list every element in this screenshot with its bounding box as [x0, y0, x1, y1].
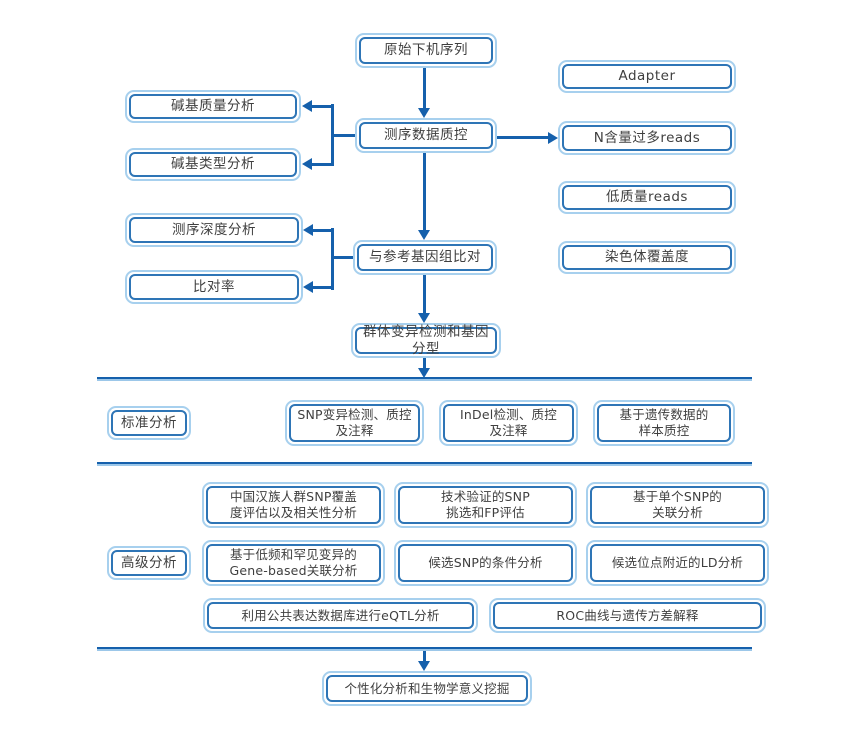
node-chromosome-coverage-label: 染色体覆盖度 — [562, 245, 732, 270]
node-single-snp-assoc-label: 基于单个SNP的 关联分析 — [590, 486, 765, 524]
node-roc-variance-label: ROC曲线与遗传方差解释 — [493, 602, 762, 629]
node-raw-sequence: 原始下机序列 — [355, 33, 497, 68]
arrowhead-advanced-to-final — [418, 661, 430, 671]
node-adapter-label: Adapter — [562, 64, 732, 89]
node-mapping-rate: 比对率 — [125, 270, 303, 304]
connector-qc-branch-stub — [332, 134, 355, 137]
divider-standard-bottom — [97, 462, 752, 466]
connector-align-branch-vertical — [331, 228, 334, 290]
node-ref-align: 与参考基因组比对 — [353, 240, 497, 275]
node-seq-qc-label: 测序数据质控 — [359, 122, 493, 149]
node-han-snp-coverage-label: 中国汉族人群SNP覆盖 度评估以及相关性分析 — [206, 486, 381, 524]
node-han-snp-coverage: 中国汉族人群SNP覆盖 度评估以及相关性分析 — [202, 482, 385, 528]
node-seq-depth: 测序深度分析 — [125, 213, 303, 247]
node-ld-analysis-label: 候选位点附近的LD分析 — [590, 544, 765, 582]
node-snp-detection-label: SNP变异检测、质控 及注释 — [289, 404, 420, 442]
arrowhead-align-to-genotyping — [418, 313, 430, 323]
node-base-quality: 碱基质量分析 — [125, 90, 301, 123]
node-sample-qc-label: 基于遗传数据的 样本质控 — [597, 404, 731, 442]
node-mapping-rate-label: 比对率 — [129, 274, 299, 300]
node-personalized-analysis-label: 个性化分析和生物学意义挖掘 — [326, 675, 528, 702]
node-indel-detection: InDel检测、质控 及注释 — [439, 400, 578, 446]
node-eqtl-analysis-label: 利用公共表达数据库进行eQTL分析 — [207, 602, 474, 629]
connector-align-to-mappingrate — [313, 286, 331, 289]
arrowhead-qc-to-basequality — [302, 100, 312, 112]
node-snp-detection: SNP变异检测、质控 及注释 — [285, 400, 424, 446]
arrowhead-qc-to-basetype — [302, 158, 312, 170]
connector-qc-to-nreads — [497, 136, 548, 139]
arrowhead-genotyping-to-standard — [418, 368, 430, 378]
connector-genotyping-to-standard — [423, 358, 426, 368]
node-low-quality-reads-label: 低质量reads — [562, 185, 732, 210]
connector-align-to-genotyping — [423, 275, 426, 313]
connector-align-to-depth — [313, 229, 331, 232]
node-seq-qc: 测序数据质控 — [355, 118, 497, 153]
node-adapter: Adapter — [558, 60, 736, 93]
connector-qc-to-basequality — [312, 105, 331, 108]
arrowhead-align-to-depth — [303, 224, 313, 236]
connector-raw-to-qc — [423, 68, 426, 110]
advanced-analysis-text: 高级分析 — [111, 550, 187, 576]
node-conditional-analysis: 候选SNP的条件分析 — [394, 540, 577, 586]
node-base-type: 碱基类型分析 — [125, 148, 301, 181]
node-base-quality-label: 碱基质量分析 — [129, 94, 297, 119]
connector-qc-to-align — [423, 153, 426, 230]
arrowhead-qc-to-nreads — [548, 132, 558, 144]
node-tech-validated-snp: 技术验证的SNP 挑选和FP评估 — [394, 482, 577, 528]
divider-advanced-bottom — [97, 647, 752, 651]
node-conditional-analysis-label: 候选SNP的条件分析 — [398, 544, 573, 582]
node-ld-analysis: 候选位点附近的LD分析 — [586, 540, 769, 586]
node-chromosome-coverage: 染色体覆盖度 — [558, 241, 736, 274]
node-standard-analysis-label: 标准分析 — [107, 406, 191, 440]
node-personalized-analysis: 个性化分析和生物学意义挖掘 — [322, 671, 532, 706]
node-raw-sequence-label: 原始下机序列 — [359, 37, 493, 64]
node-genotyping: 群体变异检测和基因分型 — [351, 323, 501, 358]
connector-qc-branch-vertical — [331, 104, 334, 166]
standard-analysis-text: 标准分析 — [111, 410, 187, 436]
node-gene-based-assoc-label: 基于低频和罕见变异的 Gene-based关联分析 — [206, 544, 381, 582]
node-seq-depth-label: 测序深度分析 — [129, 217, 299, 243]
node-low-quality-reads: 低质量reads — [558, 181, 736, 214]
node-n-reads: N含量过多reads — [558, 121, 736, 155]
node-gene-based-assoc: 基于低频和罕见变异的 Gene-based关联分析 — [202, 540, 385, 586]
connector-align-branch-stub — [332, 256, 353, 259]
arrowhead-qc-to-align — [418, 230, 430, 240]
node-sample-qc: 基于遗传数据的 样本质控 — [593, 400, 735, 446]
node-ref-align-label: 与参考基因组比对 — [357, 244, 493, 271]
node-genotyping-label: 群体变异检测和基因分型 — [355, 324, 497, 357]
node-eqtl-analysis: 利用公共表达数据库进行eQTL分析 — [203, 598, 478, 633]
arrowhead-align-to-mappingrate — [303, 281, 313, 293]
node-roc-variance: ROC曲线与遗传方差解释 — [489, 598, 766, 633]
node-base-type-label: 碱基类型分析 — [129, 152, 297, 177]
node-advanced-analysis-label: 高级分析 — [107, 546, 191, 580]
node-tech-validated-snp-label: 技术验证的SNP 挑选和FP评估 — [398, 486, 573, 524]
connector-advanced-to-final — [423, 651, 426, 661]
node-indel-detection-label: InDel检测、质控 及注释 — [443, 404, 574, 442]
divider-standard-top — [97, 377, 752, 381]
connector-qc-to-basetype — [312, 163, 331, 166]
arrowhead-raw-to-qc — [418, 108, 430, 118]
node-n-reads-label: N含量过多reads — [562, 125, 732, 151]
node-single-snp-assoc: 基于单个SNP的 关联分析 — [586, 482, 769, 528]
